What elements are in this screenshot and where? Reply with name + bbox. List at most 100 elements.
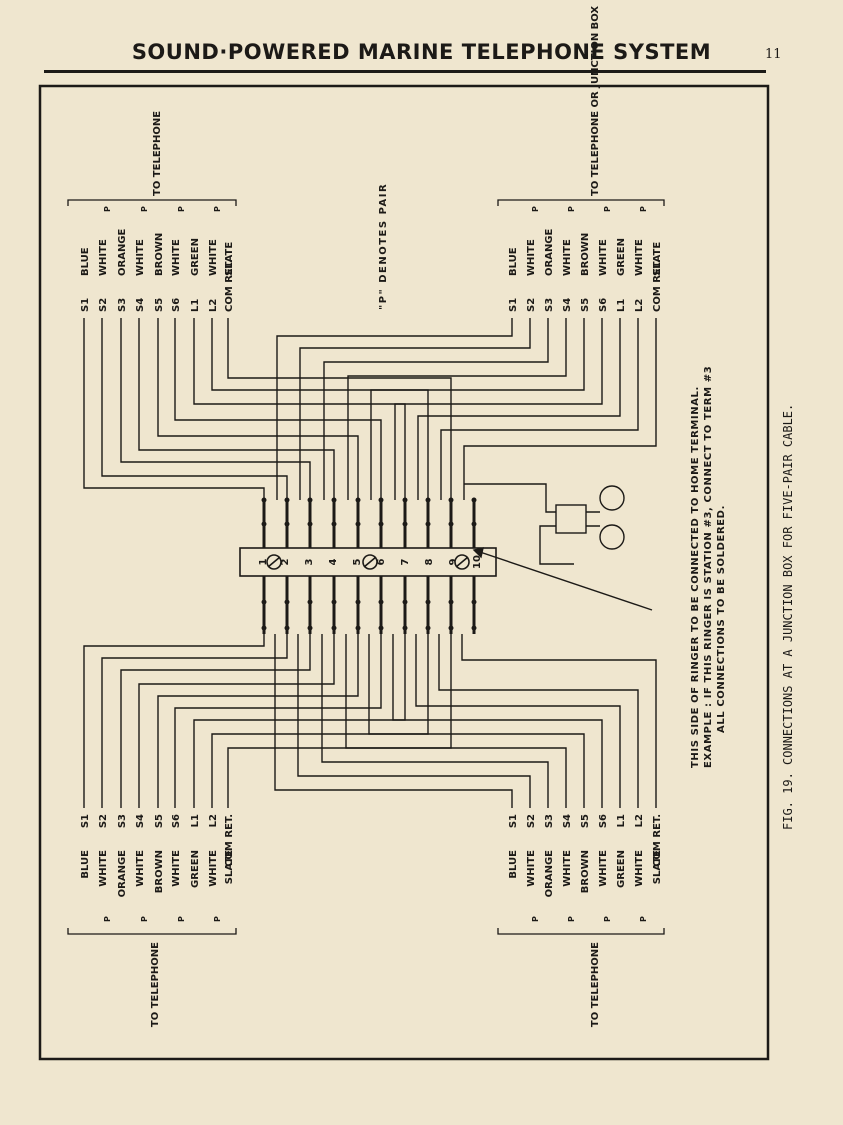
terminal-code-top-left: COM RET. <box>224 259 235 312</box>
post-solder-point <box>331 625 337 631</box>
wire-color-top-right: WHITE <box>562 239 573 276</box>
wire-color-bottom-left: WHITE <box>171 850 182 887</box>
terminal-code-bottom-right: L2 <box>634 814 645 827</box>
terminal-code-top-right: COM RET. <box>652 259 663 312</box>
wire <box>417 318 621 500</box>
wire-color-bottom-right: GREEN <box>616 850 627 888</box>
wire <box>227 318 452 500</box>
caption-bottom-right: TO TELEPHONE <box>590 942 601 1027</box>
wire-color-top-left: WHITE <box>208 239 219 276</box>
wire <box>345 634 567 808</box>
wire-color-top-left: BROWN <box>154 233 165 276</box>
terminal-code-top-right: S1 <box>508 298 519 312</box>
wire <box>461 634 657 808</box>
terminal-number: 1 <box>258 558 269 565</box>
post-solder-point <box>331 599 337 605</box>
wire-color-top-left: BLUE <box>80 247 91 276</box>
wire <box>120 634 311 808</box>
caption-bottom-left: TO TELEPHONE <box>150 942 161 1027</box>
wire <box>174 634 382 808</box>
svg-text:FIG. 19. CONNECTIONS AT A JUN: FIG. 19. CONNECTIONS AT A JUNCTION BOX F… <box>781 404 795 830</box>
wire-color-bottom-right: WHITE <box>526 850 537 887</box>
pair-marker: P <box>531 206 540 212</box>
page-number: 11 <box>765 47 782 62</box>
post-solder-point <box>284 625 290 631</box>
pair-note: "P" DENOTES PAIR <box>378 183 389 310</box>
wire <box>440 318 639 500</box>
post-solder-point <box>284 599 290 605</box>
wire <box>138 318 335 500</box>
terminal-number: 9 <box>448 558 459 565</box>
wire-color-top-left: GREEN <box>190 238 201 276</box>
ringer-note-line-1: THIS SIDE OF RINGER TO BE CONNECTED TO H… <box>690 386 701 768</box>
wire <box>392 634 603 808</box>
terminal-code-top-left: S4 <box>135 298 146 312</box>
wire <box>138 634 335 808</box>
terminal-code-top-left: L1 <box>190 299 201 312</box>
post-solder-point <box>425 497 431 503</box>
svg-text:"P" DENOTES PAIR: "P" DENOTES PAIR <box>378 183 389 310</box>
wire-color-top-right: BROWN <box>580 233 591 276</box>
post-solder-point <box>402 497 408 503</box>
post-solder-point <box>378 497 384 503</box>
post-solder-point <box>402 625 408 631</box>
wire-color-top-right: SLATE <box>652 242 663 276</box>
terminal-code-bottom-left: S5 <box>154 814 165 828</box>
post-solder-point <box>471 625 477 631</box>
wire <box>463 318 657 500</box>
terminal-code-top-left: S5 <box>154 298 165 312</box>
wire <box>415 634 621 808</box>
wire-color-top-right: WHITE <box>598 239 609 276</box>
pair-marker: P <box>213 206 222 212</box>
caption-top-left: TO TELEPHONE <box>152 111 163 196</box>
terminal-number: 2 <box>280 558 291 565</box>
post-solder-point <box>471 521 477 527</box>
wire <box>370 318 585 500</box>
pair-marker: P <box>177 916 186 922</box>
pair-marker: P <box>639 916 648 922</box>
post-solder-point <box>284 521 290 527</box>
terminal-code-bottom-right: L1 <box>616 814 627 827</box>
terminal-code-top-right: S2 <box>526 298 537 312</box>
wire <box>347 318 567 500</box>
post-solder-point <box>378 625 384 631</box>
post-solder-point <box>355 521 361 527</box>
post-solder-point <box>355 497 361 503</box>
post-solder-point <box>425 625 431 631</box>
wire <box>323 318 549 500</box>
post-solder-point <box>471 497 477 503</box>
post-solder-point <box>448 599 454 605</box>
wire <box>83 634 265 808</box>
terminal-code-bottom-right: S2 <box>526 814 537 828</box>
wire <box>83 318 265 500</box>
wire-color-bottom-left: WHITE <box>135 850 146 887</box>
terminal-number: 10 <box>472 555 483 569</box>
pair-marker: P <box>639 206 648 212</box>
wire-color-top-left: WHITE <box>98 239 109 276</box>
terminal-number: 3 <box>304 558 315 565</box>
post-solder-point <box>425 521 431 527</box>
pair-marker: P <box>531 916 540 922</box>
terminal-number: 5 <box>352 558 363 565</box>
wire <box>299 318 531 500</box>
figure-border <box>38 84 770 1061</box>
terminal-code-top-right: S4 <box>562 298 573 312</box>
terminal-number: 7 <box>400 558 411 565</box>
post-solder-point <box>355 625 361 631</box>
wire-color-top-right: WHITE <box>634 239 645 276</box>
brace-bottom-left <box>67 928 237 935</box>
wire-color-bottom-right: SLATE <box>652 850 663 884</box>
terminal-screws <box>266 554 470 570</box>
post-solder-point <box>307 521 313 527</box>
wire <box>297 634 531 808</box>
wire-color-top-right: ORANGE <box>544 228 555 276</box>
post-solder-point <box>355 599 361 605</box>
post-solder-point <box>284 497 290 503</box>
wire-labels: S1BLUES2WHITES3ORANGES4WHITES5BROWNS6WHI… <box>67 6 665 1027</box>
terminal-code-bottom-right: S4 <box>562 814 573 828</box>
post-solder-point <box>448 497 454 503</box>
wire <box>227 634 452 808</box>
wire <box>276 318 513 500</box>
